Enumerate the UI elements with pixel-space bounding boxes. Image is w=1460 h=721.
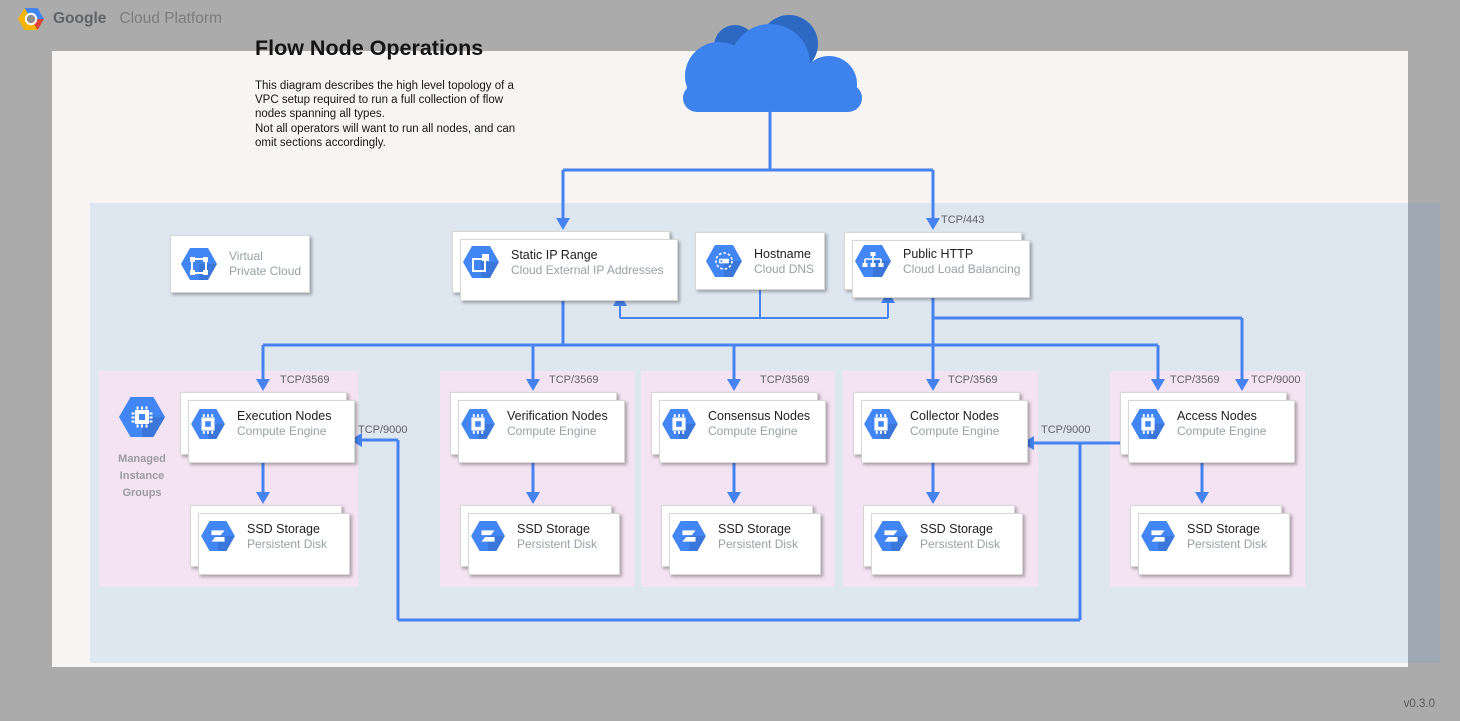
execution-nodes-title: Execution Nodes [237, 409, 332, 423]
managed-instance-groups-label: Managed Instance Groups [118, 453, 166, 499]
vpc-line1: Virtual [229, 249, 263, 263]
verification-ssd-subtitle: Persistent Disk [517, 536, 598, 551]
vpc-icon [181, 248, 217, 280]
static-ip-card: Static IP Range Cloud External IP Addres… [452, 231, 678, 301]
verification-nodes-title: Verification Nodes [507, 409, 608, 423]
public-http-title: Public HTTP [903, 246, 974, 261]
tcp-9000-collector-label: TCP/9000 [1041, 424, 1091, 436]
tcp-9000-access-label: TCP/9000 [1251, 374, 1301, 386]
version-label: v0.3.0 [1403, 698, 1435, 710]
cloud-dns-icon [706, 245, 742, 277]
hostname-card: Hostname Cloud DNS [695, 232, 825, 290]
compute-engine-icon [662, 408, 696, 439]
collector-ssd-title: SSD Storage [920, 521, 993, 536]
access-nodes-card: Access Nodes Compute Engine [1120, 392, 1295, 463]
managed-instance-groups-icon [119, 397, 165, 437]
tcp-3569-verification-label: TCP/3569 [549, 374, 599, 386]
execution-nodes-subtitle: Compute Engine [237, 424, 327, 438]
page-description: This diagram describes the high level to… [255, 80, 516, 149]
access-nodes-subtitle: Compute Engine [1177, 424, 1267, 438]
execution-nodes-card: Execution Nodes Compute Engine [180, 392, 355, 463]
access-ssd-title: SSD Storage [1187, 521, 1260, 536]
external-ip-icon [463, 246, 499, 278]
persistent-disk-icon [672, 521, 706, 551]
tcp-9000-execution-label: TCP/9000 [358, 424, 408, 436]
public-http-card: Public HTTP Cloud Load Balancing [844, 232, 1030, 298]
persistent-disk-icon [874, 521, 908, 551]
collector-nodes-card: Collector Nodes Compute Engine [853, 392, 1028, 463]
static-ip-title: Static IP Range [511, 247, 598, 262]
verification-ssd-title: SSD Storage [517, 521, 590, 536]
collector-ssd-subtitle: Persistent Disk [920, 536, 1001, 551]
compute-engine-icon [1131, 408, 1165, 439]
verification-nodes-subtitle: Compute Engine [507, 424, 597, 438]
access-nodes-title: Access Nodes [1177, 409, 1257, 423]
collector-nodes-title: Collector Nodes [910, 409, 999, 423]
vpc-card: Virtual Private Cloud [170, 235, 310, 293]
public-http-subtitle: Cloud Load Balancing [903, 261, 1021, 276]
verification-nodes-card: Verification Nodes Compute Engine [450, 392, 625, 463]
collector-nodes-subtitle: Compute Engine [910, 424, 1000, 438]
persistent-disk-icon [201, 521, 235, 551]
tcp-3569-collector-label: TCP/3569 [948, 374, 998, 386]
consensus-ssd-card: SSD Storage Persistent Disk [661, 505, 821, 575]
brand-google: Google [53, 10, 107, 27]
consensus-ssd-title: SSD Storage [718, 521, 791, 536]
persistent-disk-icon [1141, 521, 1175, 551]
breadcrumb: Google Cloud Platform [18, 8, 222, 30]
compute-engine-icon [191, 408, 225, 439]
tcp-3569-access-label: TCP/3569 [1170, 374, 1220, 386]
execution-ssd-card: SSD Storage Persistent Disk [190, 505, 350, 575]
tcp-3569-execution-label: TCP/3569 [280, 374, 330, 386]
access-ssd-card: SSD Storage Persistent Disk [1130, 505, 1290, 575]
execution-ssd-title: SSD Storage [247, 521, 320, 536]
tcp-443-label: TCP/443 [941, 214, 985, 226]
hostname-title: Hostname [754, 246, 811, 261]
static-ip-subtitle: Cloud External IP Addresses [511, 262, 664, 277]
persistent-disk-icon [471, 521, 505, 551]
compute-engine-icon [461, 408, 495, 439]
tcp-3569-consensus-label: TCP/3569 [760, 374, 810, 386]
page-title: Flow Node Operations [255, 36, 484, 60]
consensus-ssd-subtitle: Persistent Disk [718, 536, 799, 551]
consensus-nodes-title: Consensus Nodes [708, 409, 811, 423]
verification-ssd-card: SSD Storage Persistent Disk [460, 505, 620, 575]
hostname-subtitle: Cloud DNS [754, 261, 815, 276]
access-ssd-subtitle: Persistent Disk [1187, 536, 1268, 551]
execution-ssd-subtitle: Persistent Disk [247, 536, 328, 551]
consensus-nodes-subtitle: Compute Engine [708, 424, 798, 438]
gcp-logo-icon [18, 8, 44, 30]
brand-cloud-platform: Cloud Platform [119, 10, 222, 27]
collector-ssd-card: SSD Storage Persistent Disk [863, 505, 1023, 575]
compute-engine-icon [864, 408, 898, 439]
vpc-line2: Private Cloud [229, 264, 302, 278]
consensus-nodes-card: Consensus Nodes Compute Engine [651, 392, 826, 463]
load-balancer-icon [855, 245, 891, 277]
